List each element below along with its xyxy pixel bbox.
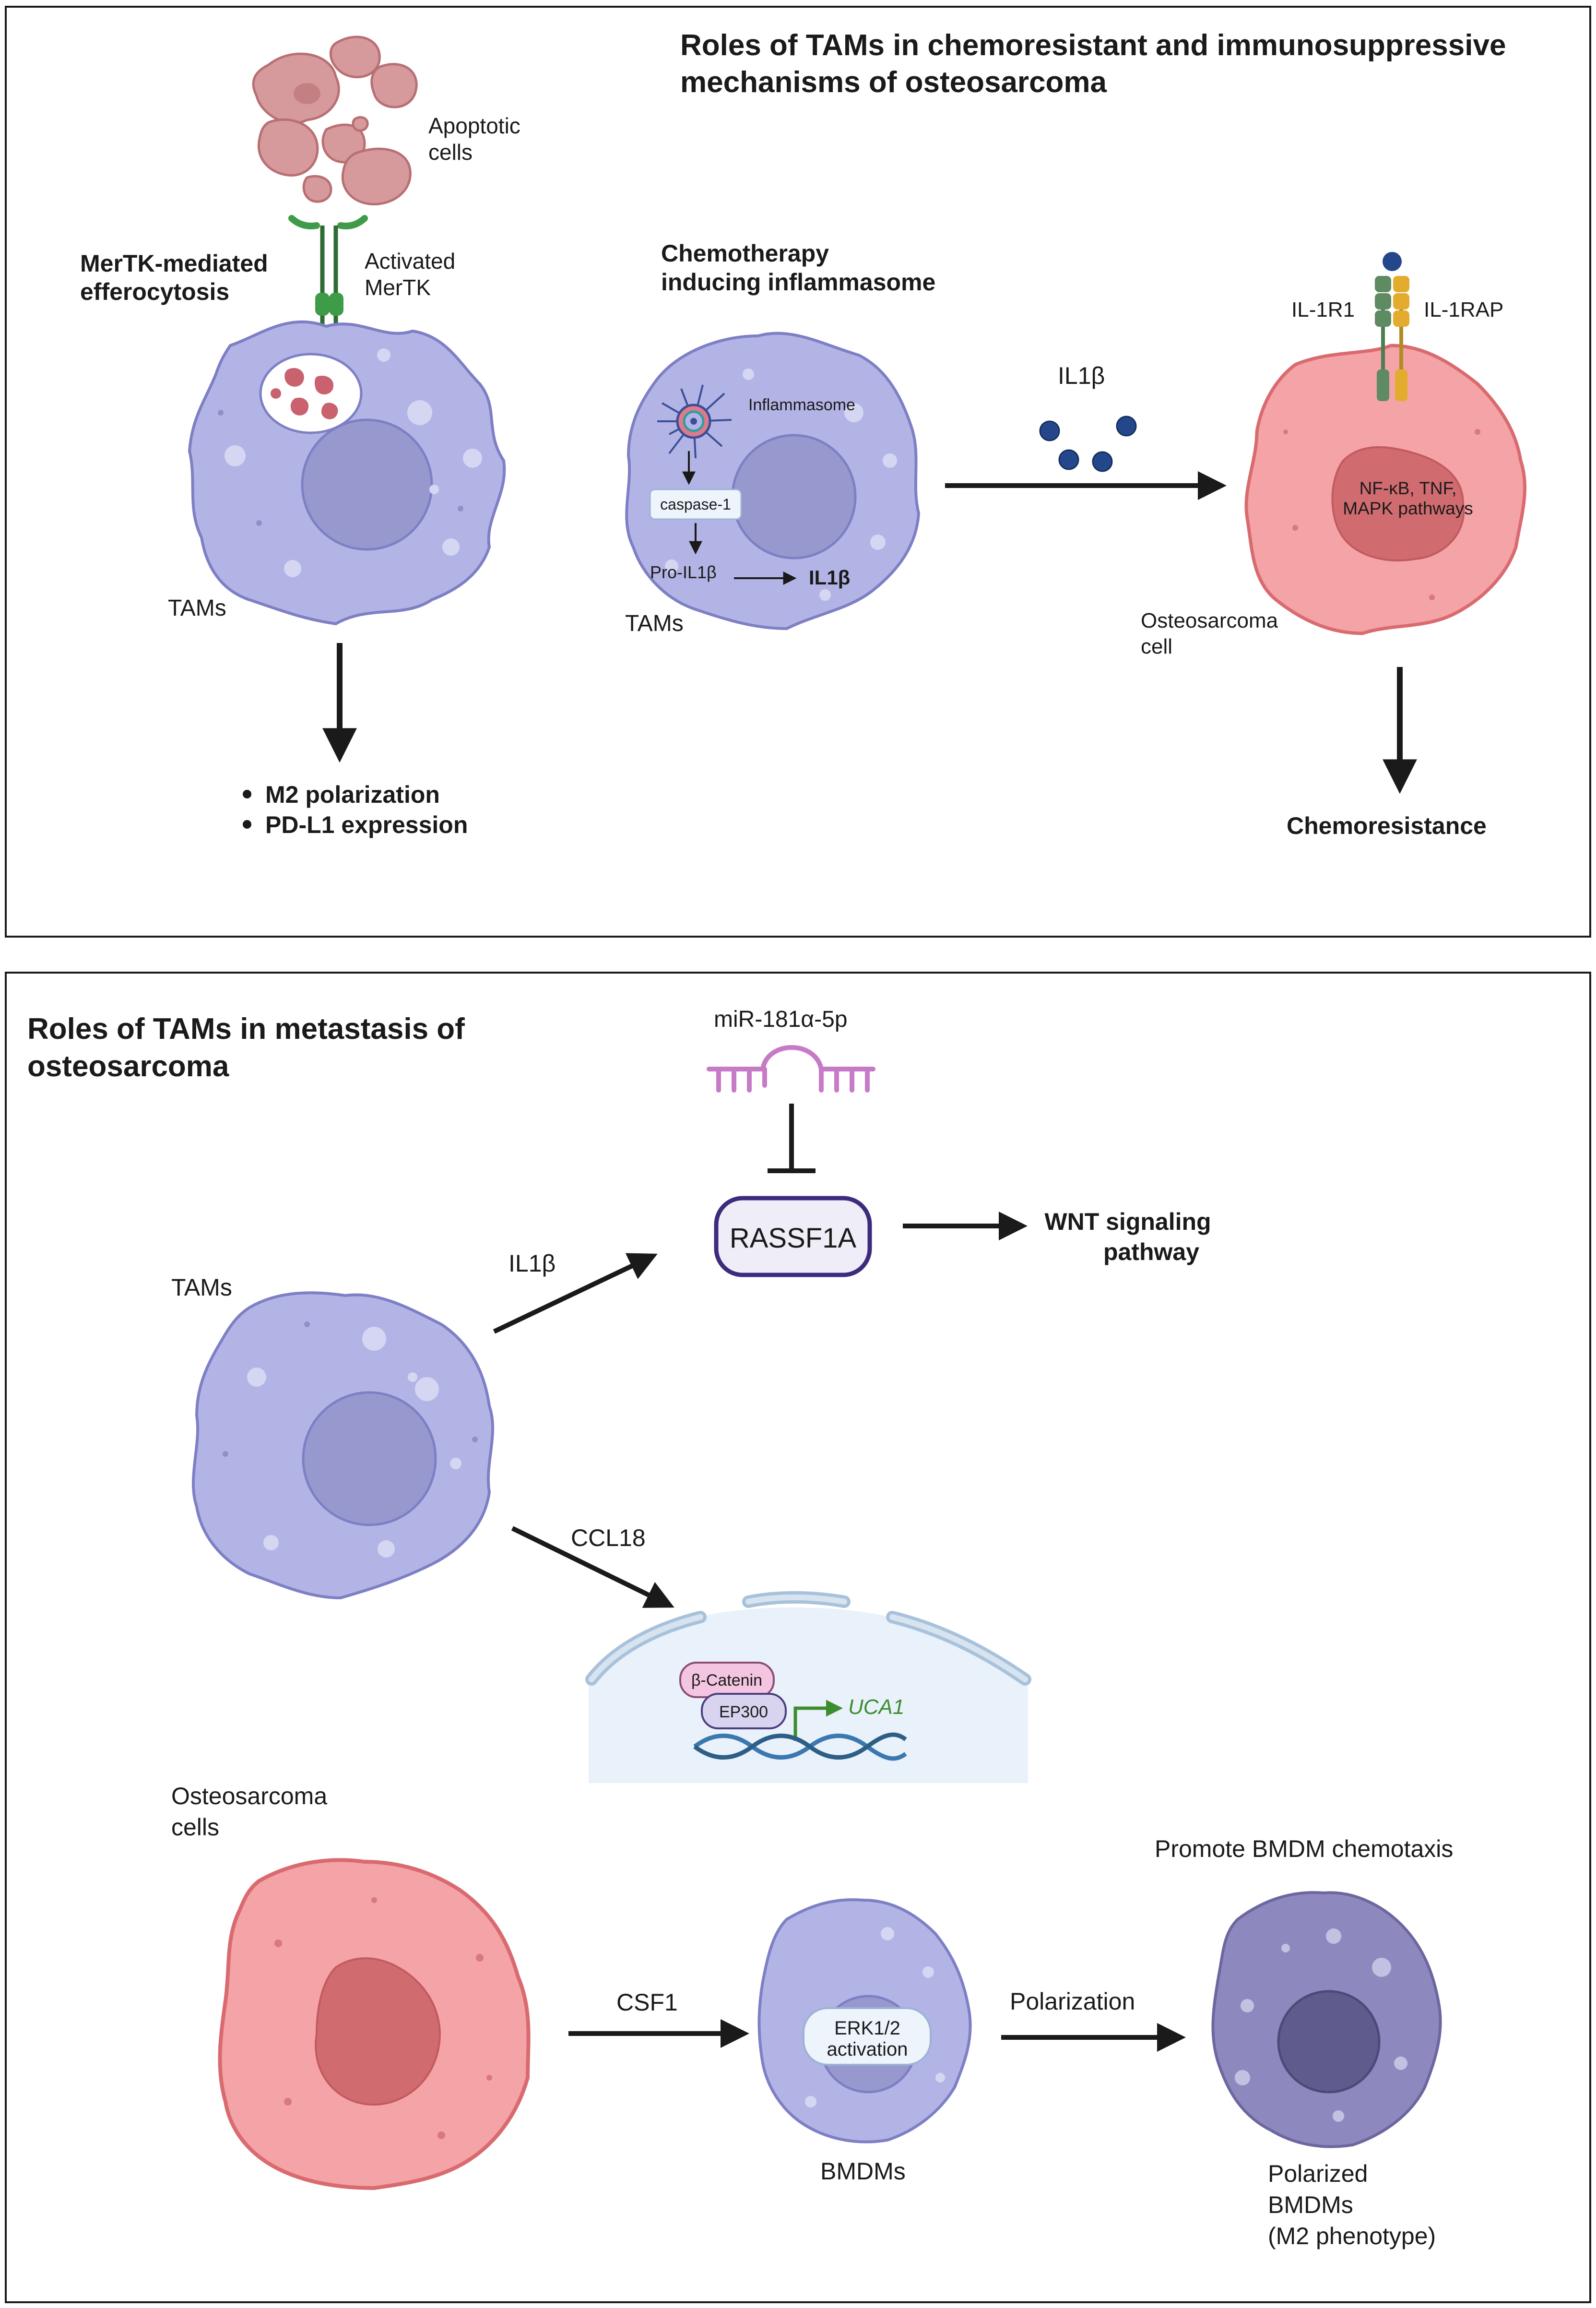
- il1b-bold-label: IL1β: [809, 566, 850, 589]
- polarized-label-line1: Polarized: [1268, 2160, 1368, 2187]
- ep300-label: EP300: [719, 1703, 768, 1721]
- polarized-bmdm-cell: [1211, 1891, 1442, 2148]
- osteo-cells-label-line2: cells: [171, 1814, 219, 1841]
- mirna-icon: [707, 1045, 875, 1093]
- top-title-line2: mechanisms of osteosarcoma: [680, 66, 1107, 99]
- rassf1a-label: RASSF1A: [730, 1223, 857, 1254]
- outcome-pd-l1: PD-L1 expression: [265, 811, 468, 838]
- caspase-label: caspase-1: [660, 496, 731, 513]
- polarized-label-line3: (M2 phenotype): [1268, 2223, 1436, 2249]
- rassf1a-box: [714, 1196, 872, 1277]
- arrow-tams-to-rassf1a: [493, 1253, 658, 1334]
- activated-label-line1: Activated: [365, 249, 455, 274]
- osteo-cells-label-line1: Osteosarcoma: [171, 1783, 327, 1809]
- bullet-2: [243, 820, 251, 829]
- tam-macrophage-bottom: [191, 1291, 494, 1600]
- bottom-title-line2: osteosarcoma: [27, 1050, 229, 1083]
- bottom-panel: Roles of TAMs in metastasis of osteosarc…: [5, 972, 1591, 2303]
- activated-label-line2: MerTK: [365, 275, 431, 300]
- apoptotic-label-line1: Apoptotic: [428, 113, 520, 138]
- csf1-label: CSF1: [616, 1989, 678, 2016]
- erk-label-line1: ERK1/2: [834, 2018, 900, 2039]
- polarized-label-line2: BMDMs: [1268, 2191, 1353, 2218]
- il1b-bottom-label: IL1β: [508, 1250, 556, 1277]
- apoptotic-label-line2: cells: [428, 140, 473, 165]
- mertk-label-line2: efferocytosis: [80, 278, 229, 305]
- tams-left-label: TAMs: [168, 595, 226, 621]
- bottom-title-line1: Roles of TAMs in metastasis of: [27, 1012, 465, 1046]
- pathways-label-line2: MAPK pathways: [1343, 499, 1473, 518]
- tams-bottom-label: TAMs: [171, 1274, 232, 1301]
- apoptotic-cells-icon: [252, 36, 418, 206]
- osteo-cell-label-line2: cell: [1141, 635, 1172, 658]
- chemoresistance-label: Chemoresistance: [1287, 812, 1487, 839]
- polarization-label: Polarization: [1010, 1988, 1135, 2015]
- bullet-1: [243, 790, 251, 798]
- top-title-line1: Roles of TAMs in chemoresistant and immu…: [680, 29, 1506, 62]
- wnt-label-line1: WNT signaling: [1044, 1208, 1211, 1235]
- mertk-receptor-icon: [288, 215, 368, 336]
- pathways-label-line1: NF-κB, TNF,: [1360, 478, 1457, 498]
- bmdms-label: BMDMs: [820, 2158, 906, 2185]
- promote-chemotaxis-label: Promote BMDM chemotaxis: [1155, 1835, 1453, 1862]
- osteosarcoma-cell-bottom: [218, 1858, 531, 2190]
- ccl18-label: CCL18: [571, 1524, 646, 1551]
- il1b-arrow-label: IL1β: [1058, 362, 1105, 389]
- il1r1-label: IL-1R1: [1291, 298, 1355, 321]
- outcome-m2-polarization: M2 polarization: [265, 781, 440, 808]
- nucleus-transcription-panel: [585, 1591, 1031, 1783]
- il1b-molecules-icon: [1039, 416, 1137, 472]
- osteosarcoma-cell-top: [1244, 344, 1527, 635]
- inhibition-line: [768, 1104, 816, 1173]
- transcription-arrow: [793, 1700, 843, 1741]
- mertk-label-line1: MerTK-mediated: [80, 250, 268, 277]
- dna-helix-icon: [693, 1732, 907, 1761]
- top-panel: Roles of TAMs in chemoresistant and immu…: [5, 6, 1591, 938]
- inflammasome-label: Inflammasome: [748, 396, 855, 414]
- mirna-label: miR-181α-5p: [714, 1007, 848, 1032]
- osteo-cell-label-line1: Osteosarcoma: [1141, 609, 1278, 632]
- il1r1-receptor-icon: [1375, 252, 1402, 401]
- chemo-label-line2: inducing inflammasome: [661, 269, 935, 296]
- erk-label-line2: activation: [827, 2039, 908, 2060]
- il1rap-receptor-icon: [1393, 276, 1409, 401]
- pro-il1b-label: Pro-IL1β: [650, 562, 717, 582]
- wnt-label-line2: pathway: [1103, 1238, 1199, 1265]
- ep300-box: [701, 1693, 787, 1729]
- beta-catenin-label: β-Catenin: [691, 1671, 762, 1689]
- erk-activation-box: [803, 2007, 932, 2066]
- il1rap-label: IL-1RAP: [1424, 298, 1503, 321]
- arrow-tams-to-nucleus: [511, 1526, 674, 1608]
- chemo-label-line1: Chemotherapy: [661, 240, 829, 267]
- tam-macrophage-left: [188, 320, 506, 626]
- tams-mid-label: TAMs: [625, 611, 684, 636]
- inflammasome-icon: [657, 384, 732, 459]
- caspase-box: [649, 488, 742, 520]
- tam-macrophage-inflammasome: [625, 332, 921, 631]
- uca1-label: UCA1: [848, 1695, 904, 1719]
